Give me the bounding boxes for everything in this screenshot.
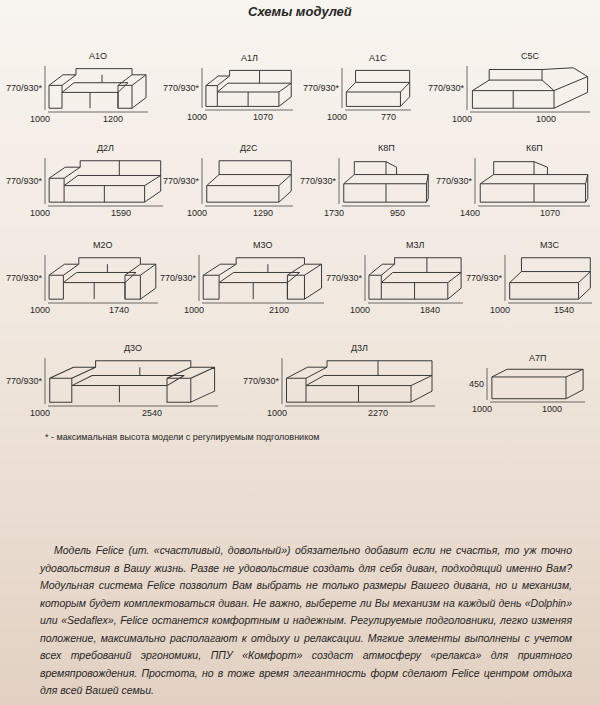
width-dimension: 2540 <box>142 408 162 418</box>
module-name: М2О <box>93 240 113 250</box>
width-dimension: 2270 <box>368 408 388 418</box>
height-dimension: 770/930* <box>243 376 279 386</box>
depth-dimension: 1000 <box>350 305 370 315</box>
width-dimension: 1070 <box>253 112 273 122</box>
height-dimension: 770/930* <box>428 83 464 93</box>
depth-dimension: 1000 <box>187 208 207 218</box>
module-name: С5С <box>521 51 539 61</box>
depth-dimension: 1730 <box>324 208 344 218</box>
dimension-lines <box>45 66 592 406</box>
height-dimension: 770/930* <box>436 176 472 186</box>
depth-dimension: 1400 <box>460 208 480 218</box>
width-dimension: 1590 <box>111 208 131 218</box>
module-name: Д2С <box>240 143 258 153</box>
depth-dimension: 1000 <box>184 305 204 315</box>
width-dimension: 2100 <box>269 305 289 315</box>
depth-dimension: 1000 <box>30 114 50 124</box>
depth-dimension: 1000 <box>327 112 347 122</box>
module-name: К6П <box>526 143 543 153</box>
page-title: Схемы модулей <box>248 4 352 19</box>
height-dimension: 770/930* <box>326 273 362 283</box>
module-name: Д3О <box>124 343 142 353</box>
sofa-sketch <box>49 68 590 402</box>
width-dimension: 950 <box>390 208 405 218</box>
depth-dimension: 1000 <box>472 404 492 414</box>
height-dimension: 770/930* <box>160 273 196 283</box>
height-dimension: 770/930* <box>6 376 42 386</box>
module-name: А1Л <box>241 53 258 63</box>
depth-dimension: 1000 <box>452 114 472 124</box>
height-dimension: 770/930* <box>300 176 336 186</box>
width-dimension: 1000 <box>542 404 562 414</box>
depth-dimension: 1000 <box>490 305 510 315</box>
height-dimension: 770/930* <box>6 176 42 186</box>
height-dimension: 770/930* <box>163 83 199 93</box>
height-dimension: 450 <box>469 379 484 389</box>
module-name: А1О <box>89 51 107 61</box>
depth-dimension: 1000 <box>30 408 50 418</box>
width-dimension: 1540 <box>554 305 574 315</box>
height-dimension: 770/930* <box>163 176 199 186</box>
module-name: М3С <box>540 240 559 250</box>
depth-dimension: 1000 <box>30 208 50 218</box>
module-name: М3Л <box>406 240 424 250</box>
width-dimension: 1070 <box>540 208 560 218</box>
module-name: Д2Л <box>97 143 114 153</box>
width-dimension: 1200 <box>103 114 123 124</box>
description-paragraph: Модель Felice (ит. «счастливый, довольны… <box>40 542 572 700</box>
module-name: М3О <box>253 240 273 250</box>
footnote: * - максимальная высота модели с регулир… <box>45 432 319 442</box>
depth-dimension: 1000 <box>30 305 50 315</box>
depth-dimension: 1000 <box>187 112 207 122</box>
module-name: Д3Л <box>351 343 368 353</box>
height-dimension: 770/930* <box>466 273 502 283</box>
module-name: К8П <box>378 143 395 153</box>
width-dimension: 1740 <box>109 305 129 315</box>
module-name: А7П <box>529 353 546 363</box>
width-dimension: 1840 <box>420 305 440 315</box>
width-dimension: 1000 <box>536 114 556 124</box>
height-dimension: 770/930* <box>6 83 42 93</box>
width-dimension: 770 <box>381 112 396 122</box>
depth-dimension: 1000 <box>267 408 287 418</box>
module-name: А1С <box>369 53 387 63</box>
width-dimension: 1290 <box>253 208 273 218</box>
height-dimension: 770/930* <box>303 83 339 93</box>
height-dimension: 770/930* <box>6 273 42 283</box>
